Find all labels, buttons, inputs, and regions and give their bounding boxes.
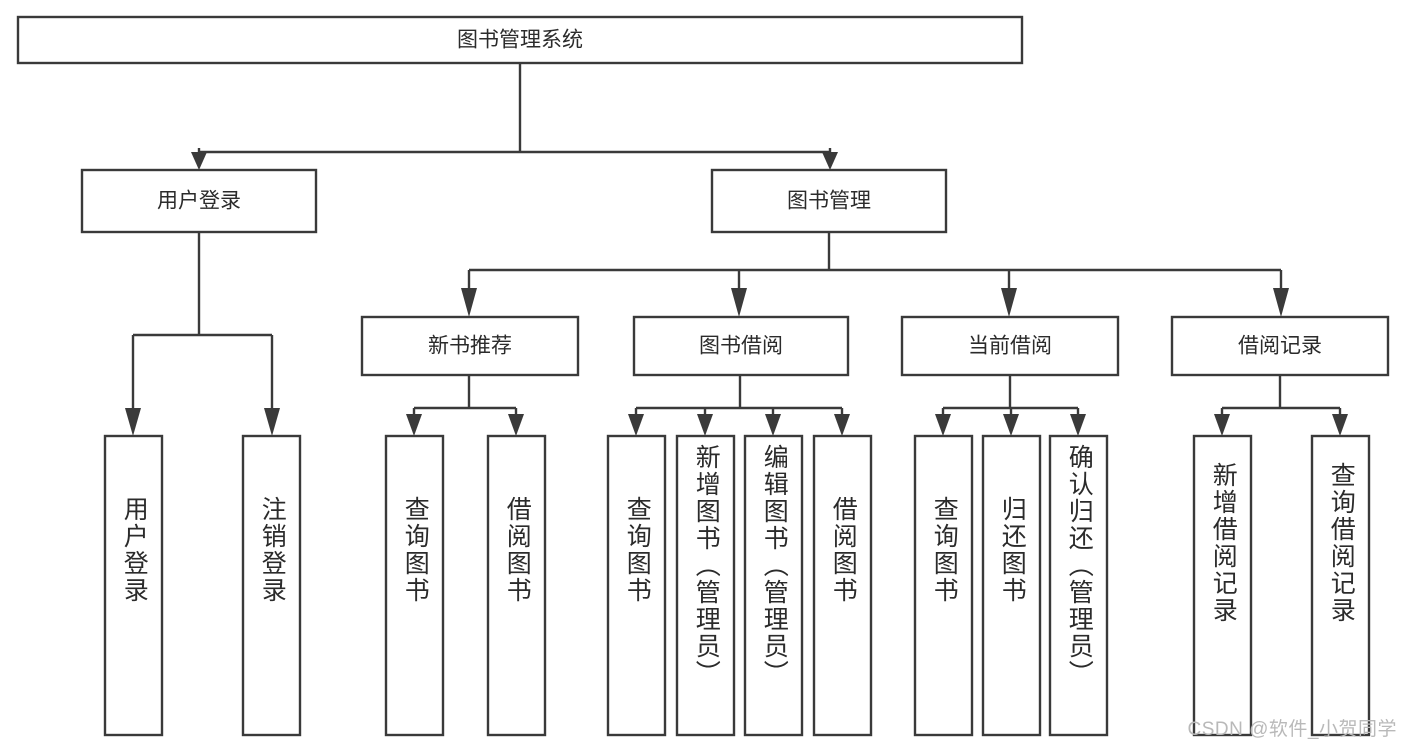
arrow-head-bb-3 xyxy=(765,414,781,436)
node-borrow-record[interactable]: 借阅记录 xyxy=(1170,315,1390,377)
node-new-book-recommend-label: 新书推荐 xyxy=(428,335,512,358)
csdn-watermark: CSDN @软件_小贺同学 xyxy=(1187,719,1397,740)
arrow-head-l2-1 xyxy=(461,288,477,317)
arrow-head-cb-1 xyxy=(935,414,951,436)
arrow-head-userlogin-1 xyxy=(125,408,141,436)
node-book-management-label: 图书管理 xyxy=(787,190,871,213)
arrow-head-bb-1 xyxy=(628,414,644,436)
leaf-box-book-borrow-1[interactable] xyxy=(606,434,667,737)
arrow-head-root-left xyxy=(191,152,207,170)
node-new-book-recommend-box[interactable] xyxy=(360,315,580,377)
node-root-label: 图书管理系统 xyxy=(457,29,583,52)
connector-newbook-to-leaves xyxy=(406,375,524,436)
arrow-head-bb-2 xyxy=(697,414,713,436)
arrow-head-br-2 xyxy=(1332,414,1348,436)
leaf-box-new-book-1[interactable] xyxy=(384,434,445,737)
connector-bookborrow-to-leaves xyxy=(628,375,850,436)
node-user-login-box[interactable] xyxy=(80,168,318,234)
node-current-borrow-box[interactable] xyxy=(900,315,1120,377)
leaf-box-current-borrow-1[interactable] xyxy=(913,434,974,737)
arrow-head-l2-3 xyxy=(1001,288,1017,317)
leaf-box-book-borrow-2[interactable] xyxy=(675,434,736,737)
connector-root-to-level1 xyxy=(191,63,838,170)
connector-currentborrow-to-leaves xyxy=(935,375,1086,436)
node-book-management[interactable]: 图书管理 xyxy=(710,168,948,234)
node-user-login[interactable]: 用户登录 xyxy=(80,168,318,234)
arrow-head-root-right xyxy=(822,152,838,170)
node-borrow-record-box[interactable] xyxy=(1170,315,1390,377)
node-book-borrow-box[interactable] xyxy=(632,315,850,377)
leaf-box-book-borrow-4[interactable] xyxy=(812,434,873,737)
connector-userlogin-to-leaves xyxy=(125,232,280,436)
node-current-borrow[interactable]: 当前借阅 xyxy=(900,315,1120,377)
leaf-box-current-borrow-2[interactable] xyxy=(981,434,1042,737)
leaf-box-book-borrow-3[interactable] xyxy=(743,434,804,737)
arrow-head-l2-2 xyxy=(731,288,747,317)
node-book-borrow[interactable]: 图书借阅 xyxy=(632,315,850,377)
arrow-head-newbook-2 xyxy=(508,414,524,436)
node-root-box[interactable] xyxy=(16,15,1024,65)
connector-borrowrecord-to-leaves xyxy=(1214,375,1348,436)
arrow-head-userlogin-2 xyxy=(264,408,280,436)
arrow-head-bb-4 xyxy=(834,414,850,436)
connector-bookmgmt-to-level2 xyxy=(461,232,1289,317)
arrow-head-l2-4 xyxy=(1273,288,1289,317)
node-user-login-label: 用户登录 xyxy=(157,190,241,213)
leaf-box-borrow-record-1[interactable] xyxy=(1192,434,1253,737)
leaf-box-user-login-1[interactable] xyxy=(103,434,164,737)
node-current-borrow-label: 当前借阅 xyxy=(968,335,1052,358)
node-book-borrow-label: 图书借阅 xyxy=(699,335,783,358)
leaf-box-user-login-2[interactable] xyxy=(241,434,302,737)
arrow-head-br-1 xyxy=(1214,414,1230,436)
node-root[interactable]: 图书管理系统 xyxy=(16,15,1024,65)
leaf-box-current-borrow-3[interactable] xyxy=(1048,434,1109,737)
node-book-management-box[interactable] xyxy=(710,168,948,234)
node-borrow-record-label: 借阅记录 xyxy=(1238,335,1322,358)
arrow-head-newbook-1 xyxy=(406,414,422,436)
leaf-box-borrow-record-2[interactable] xyxy=(1310,434,1371,737)
leaf-box-new-book-2[interactable] xyxy=(486,434,547,737)
arrow-head-cb-3 xyxy=(1070,414,1086,436)
node-new-book-recommend[interactable]: 新书推荐 xyxy=(360,315,580,377)
arrow-head-cb-2 xyxy=(1003,414,1019,436)
